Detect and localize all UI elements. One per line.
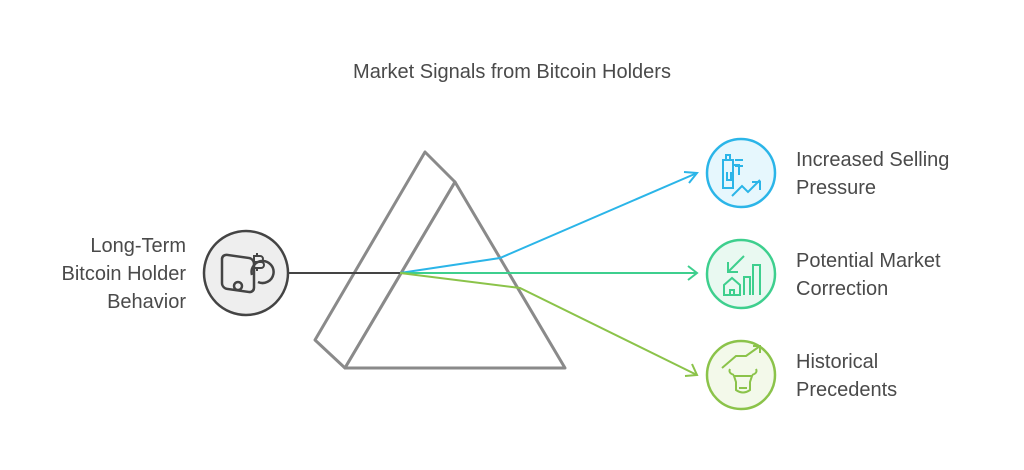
- output-label-market-correction: Potential Market Correction: [796, 247, 941, 303]
- output-label-line: Increased Selling: [796, 149, 950, 171]
- source-label: Long-Term Bitcoin Holder Behavior: [61, 232, 186, 316]
- arrowhead-icon: [683, 171, 699, 184]
- bitcoin-wallet-icon: [202, 229, 290, 317]
- output-label-historical-precedents: Historical Precedents: [796, 348, 897, 404]
- arrowhead-icon: [687, 265, 699, 281]
- output-label-line: Pressure: [796, 177, 877, 199]
- source-label-line: Bitcoin Holder: [61, 263, 186, 285]
- diagram-title: Market Signals from Bitcoin Holders: [353, 61, 671, 83]
- output-label-line: Potential Market: [796, 250, 941, 272]
- output-label-line: Historical: [796, 351, 879, 373]
- buildings-trend-up-icon: [705, 137, 777, 209]
- beam-historical-precedents: [399, 272, 698, 376]
- output-label-line: Correction: [796, 278, 889, 300]
- source-label-line: Long-Term: [90, 235, 186, 257]
- beam-selling-pressure: [399, 172, 698, 274]
- prism: [313, 150, 567, 370]
- output-label-line: Precedents: [796, 379, 898, 401]
- output-label-selling-pressure: Increased Selling Pressure: [796, 146, 949, 202]
- arrowhead-icon: [684, 363, 699, 377]
- bull-trend-up-icon: [705, 339, 777, 411]
- source-label-line: Behavior: [107, 291, 186, 313]
- house-bar-chart-down-icon: [705, 238, 777, 310]
